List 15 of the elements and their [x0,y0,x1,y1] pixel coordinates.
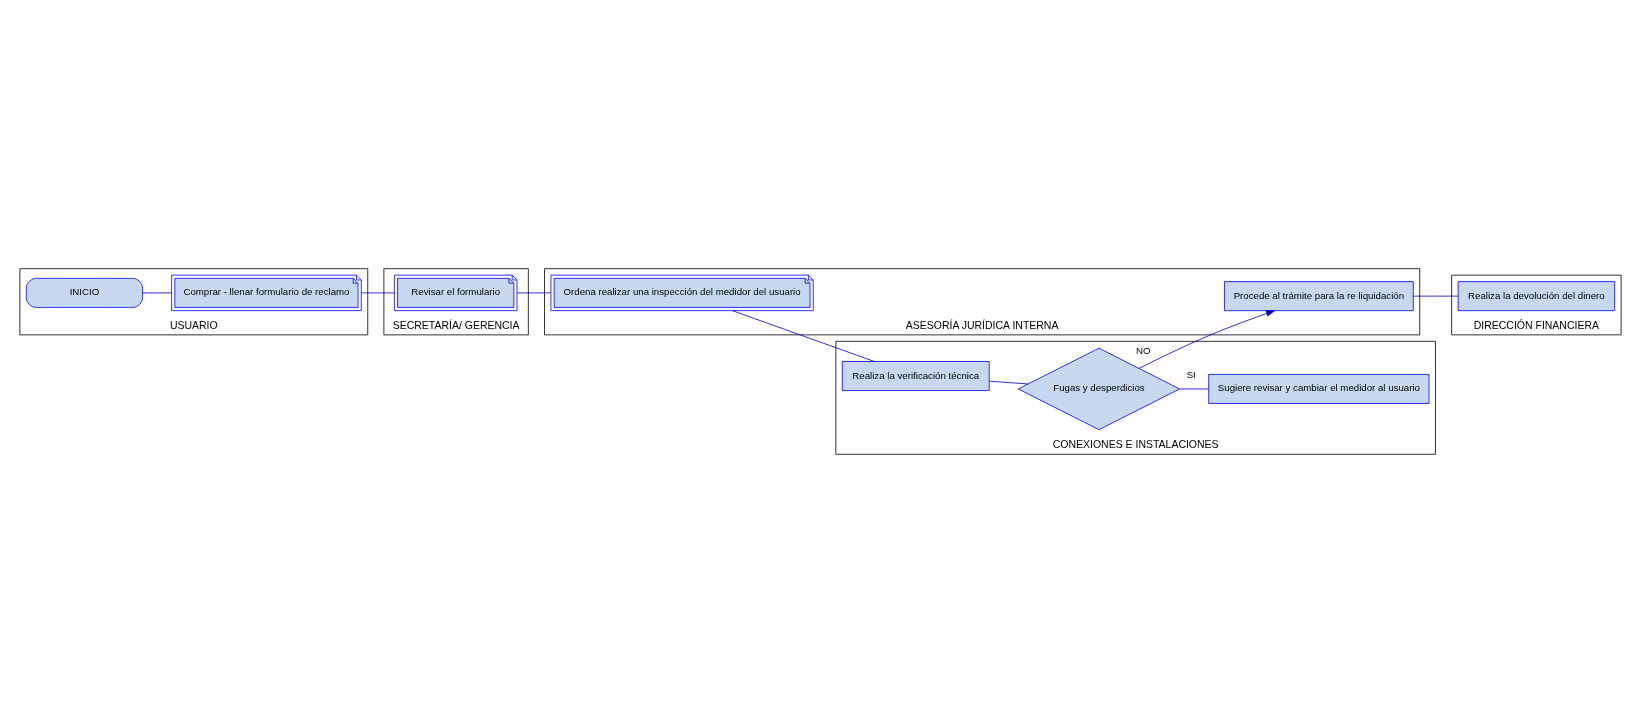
node-box: Realiza la devolución del dinero [1457,281,1616,312]
node-box: INICIO [25,277,143,308]
node-box: Procede al trámite para la re liquidación [1224,281,1414,312]
node-box: Realiza la verificación técnica [841,361,990,391]
connector [988,380,1029,385]
node-box: Sugiere revisar y cambiar el medidor al usuario [1208,374,1430,404]
edge-label: SI [1186,368,1196,380]
connector [732,310,875,362]
connector [516,292,552,294]
connector [360,292,395,294]
connector [1179,388,1209,390]
connector [1413,295,1459,297]
arrow [1138,310,1275,369]
connector [142,292,172,294]
edge-label: NO [1135,344,1151,356]
